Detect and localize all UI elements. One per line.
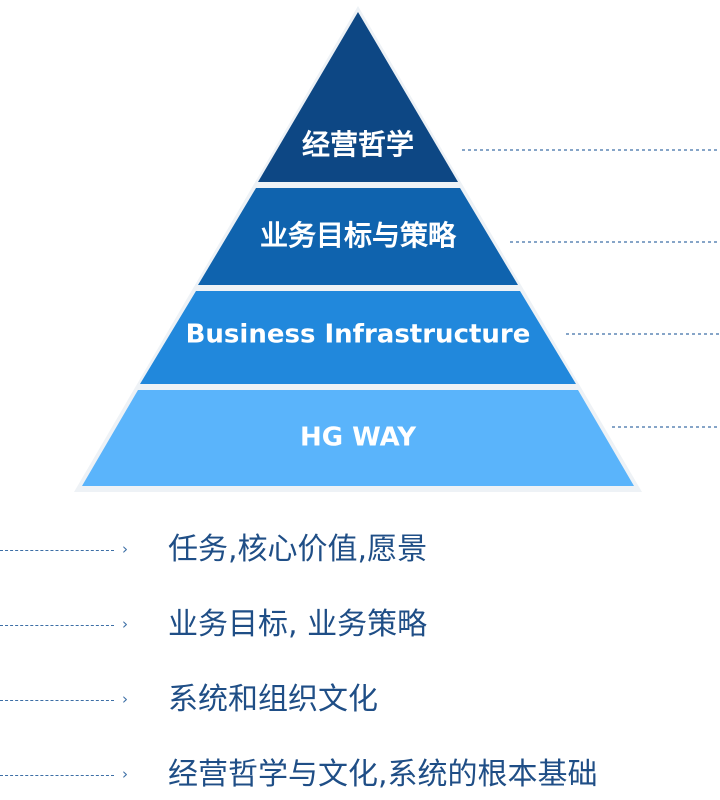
description-text-3: 系统和组织文化: [168, 682, 378, 717]
tier-4-label: HG WAY: [300, 423, 417, 453]
pyramid-tier-4: [82, 390, 634, 486]
pyramid-diagram: 经营哲学 业务目标与策略 Business Infrastructure HG …: [74, 6, 720, 492]
description-row-3: › 系统和组织文化: [0, 677, 720, 725]
tier-1-label: 经营哲学: [302, 128, 414, 161]
description-leader-4: [0, 775, 114, 776]
description-text-1: 任务,核心价值,愿景: [168, 532, 428, 567]
chevron-right-icon: ›: [122, 765, 128, 783]
tier-3-label: Business Infrastructure: [186, 320, 531, 350]
description-row-1: › 任务,核心价值,愿景: [0, 527, 720, 575]
chevron-right-icon: ›: [122, 690, 128, 708]
description-leader-1: [0, 550, 114, 551]
tier-2-label: 业务目标与策略: [260, 219, 457, 252]
pyramid-tier-2: [198, 188, 518, 285]
description-row-2: › 业务目标, 业务策略: [0, 602, 720, 650]
description-leader-3: [0, 700, 114, 701]
pyramid-tier-1: [258, 12, 458, 182]
chevron-right-icon: ›: [122, 540, 128, 558]
pyramid-tier-3: [140, 291, 576, 384]
chevron-right-icon: ›: [122, 615, 128, 633]
description-text-4: 经营哲学与文化,系统的根本基础: [168, 757, 598, 792]
description-text-2: 业务目标, 业务策略: [168, 607, 428, 642]
description-row-4: › 经营哲学与文化,系统的根本基础: [0, 752, 720, 800]
description-leader-2: [0, 625, 114, 626]
